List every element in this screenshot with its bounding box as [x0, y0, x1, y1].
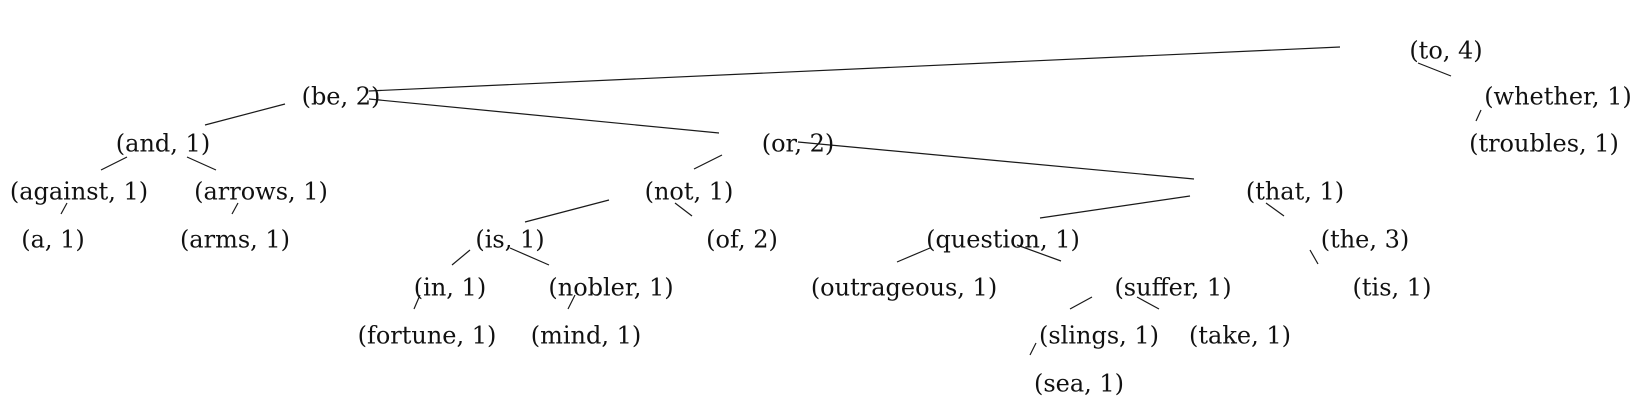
edge-is-in	[451, 249, 471, 266]
edge-is-nobler	[509, 247, 550, 266]
node-whether: (whether, 1)	[1484, 83, 1632, 111]
edge-that-question	[1039, 195, 1191, 219]
node-troubles: (troubles, 1)	[1469, 130, 1619, 158]
node-of: (of, 2)	[706, 226, 778, 254]
node-not: (not, 1)	[645, 178, 734, 206]
edge-not-is	[524, 199, 610, 223]
node-outrageous: (outrageous, 1)	[811, 274, 997, 302]
node-arrows: (arrows, 1)	[194, 178, 328, 206]
edge-and-arrows	[186, 156, 217, 171]
node-and: (and, 1)	[116, 130, 210, 158]
edge-suffer-take	[1136, 296, 1160, 310]
node-fortune: (fortune, 1)	[358, 322, 497, 350]
tree-nodes: (to, 4) (be, 2) (whether, 1) (troubles, 1) (…	[10, 37, 1632, 398]
edge-against-a	[60, 202, 68, 215]
node-take: (take, 1)	[1189, 322, 1291, 350]
node-is: (is, 1)	[475, 226, 544, 254]
node-nobler: (nobler, 1)	[548, 274, 673, 302]
edge-or-not	[693, 154, 723, 170]
edge-slings-sea	[1029, 342, 1037, 356]
node-suffer: (suffer, 1)	[1114, 274, 1231, 302]
edge-be-or	[368, 98, 720, 134]
edge-to-whether	[1417, 62, 1452, 77]
node-the: (the, 3)	[1321, 226, 1410, 254]
edge-whether-troubles	[1475, 109, 1482, 122]
edge-not-of	[674, 202, 693, 217]
edge-arrows-arms	[231, 202, 239, 215]
node-sea: (sea, 1)	[1034, 370, 1124, 398]
edge-question-outrageous	[896, 247, 931, 263]
node-a: (a, 1)	[21, 226, 85, 254]
edge-the-tis	[1309, 249, 1319, 265]
node-question: (question, 1)	[926, 226, 1080, 254]
edge-that-the	[1265, 202, 1285, 217]
edge-to-be	[368, 46, 1341, 92]
node-arms: (arms, 1)	[180, 226, 290, 254]
edge-nobler-mind	[567, 294, 576, 310]
node-that: (that, 1)	[1246, 178, 1344, 206]
node-slings: (slings, 1)	[1039, 322, 1159, 350]
node-tis: (tis, 1)	[1353, 274, 1432, 302]
node-against: (against, 1)	[10, 178, 148, 206]
node-to: (to, 4)	[1409, 37, 1482, 65]
edge-in-fortune	[413, 294, 421, 310]
edge-suffer-slings	[1069, 296, 1093, 310]
node-or: (or, 2)	[762, 130, 835, 158]
node-mind: (mind, 1)	[531, 322, 642, 350]
tree-edges	[60, 46, 1482, 356]
edge-question-suffer	[1016, 244, 1062, 262]
edge-and-against	[100, 156, 128, 171]
node-be: (be, 2)	[302, 83, 381, 111]
node-in: (in, 1)	[414, 274, 486, 302]
edge-or-that	[797, 141, 1195, 180]
edge-be-and	[204, 103, 286, 126]
